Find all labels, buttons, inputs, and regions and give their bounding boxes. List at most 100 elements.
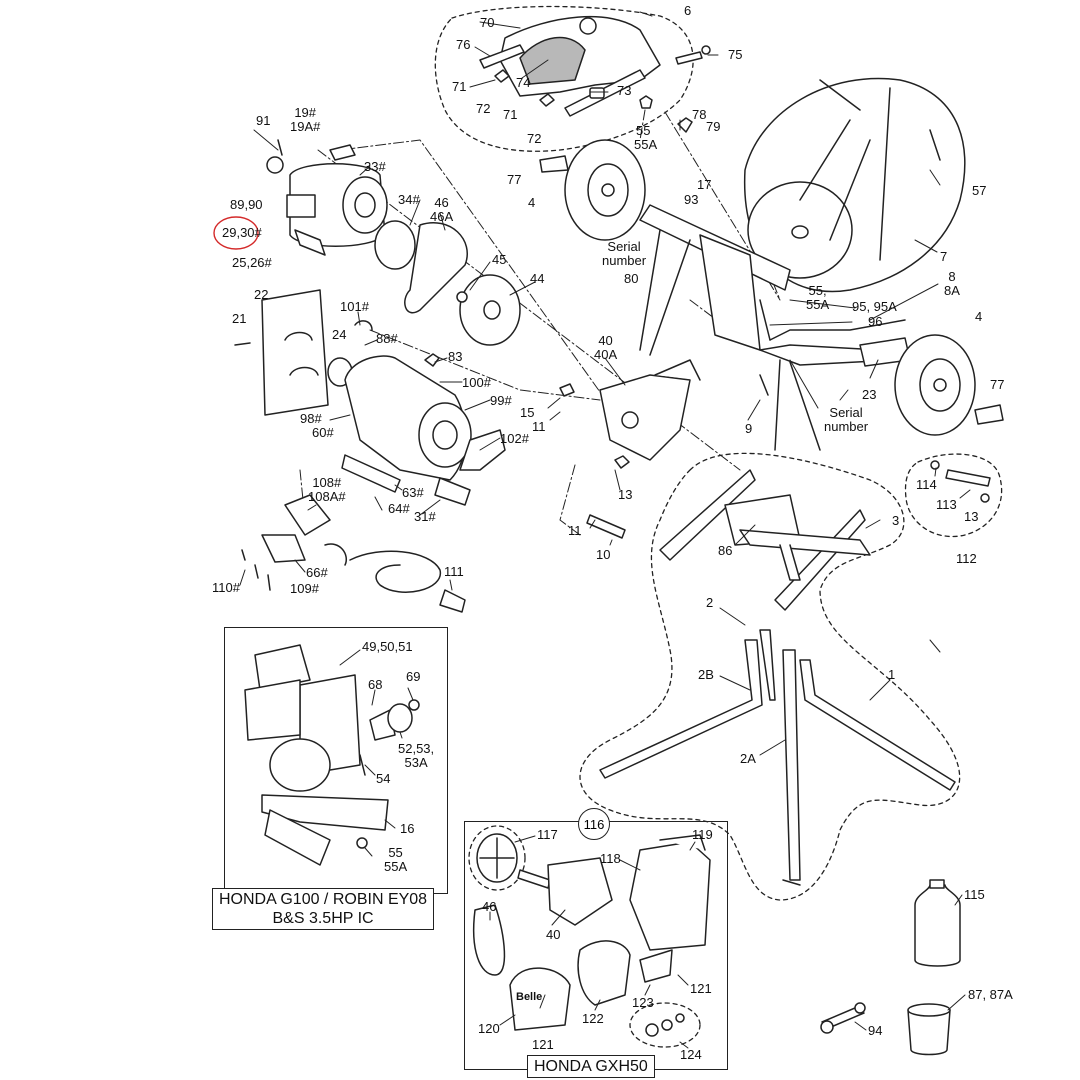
label-60: 60# [312, 425, 334, 440]
label-11a: 11 [532, 419, 546, 434]
label-93: 93 [684, 192, 699, 207]
gearbox [559, 359, 769, 539]
label-109: 109# [290, 581, 319, 596]
label-34: 34# [398, 192, 420, 207]
wheels [539, 139, 1004, 436]
petrol-engine [244, 644, 420, 866]
label-15: 15 [520, 405, 535, 420]
label-83: 83 [448, 349, 463, 364]
label-78: 78 [692, 107, 707, 122]
label-31: 31# [414, 509, 436, 524]
label-91: 91 [256, 113, 271, 128]
label-21: 21 [232, 311, 247, 326]
label-11b: 11 [568, 523, 582, 538]
stand-frame [659, 469, 871, 611]
kit-124-outline [629, 1002, 701, 1048]
label-57: 57 [972, 183, 987, 198]
label-79: 79 [706, 119, 721, 134]
label-89-90: 89,90 [230, 197, 263, 212]
label-22: 22 [254, 287, 269, 302]
handle-group-outline [434, 5, 694, 152]
label-44: 44 [530, 271, 545, 286]
label-86: 86 [718, 543, 733, 558]
label-114: 114 [916, 477, 937, 492]
label-serial-1: Serial number [602, 239, 647, 268]
label-7: 7 [940, 249, 948, 264]
label-16: 16 [400, 821, 415, 836]
label-77a: 77 [507, 172, 522, 187]
label-8-8A: 8 8A [944, 269, 960, 298]
label-108: 108# 108A# [308, 475, 346, 504]
accessories [820, 460, 991, 1056]
gxh50-engine [472, 833, 711, 1037]
label-68: 68 [368, 677, 383, 692]
motor-mount [234, 289, 373, 416]
label-71b: 71 [503, 107, 518, 122]
callout-116: 116 [578, 808, 610, 840]
label-2A: 2A [740, 751, 756, 766]
engine-variant-caption: HONDA G100 / ROBIN EY08 B&S 3.5HP IC [212, 888, 435, 930]
label-9: 9 [745, 421, 753, 436]
label-80: 80 [624, 271, 639, 286]
label-87-87A: 87, 87A [968, 987, 1013, 1002]
highlight-circle [213, 216, 259, 250]
label-71a: 71 [452, 79, 467, 94]
gxh50-caption: HONDA GXH50 [527, 1055, 655, 1078]
label-40b: 40 [546, 927, 561, 942]
label-55-55A-engine: 55 55A [384, 845, 408, 874]
label-98: 98# [300, 411, 322, 426]
label-72a: 72 [476, 101, 491, 116]
label-123: 123 [632, 995, 654, 1010]
label-40-40A: 40 40A [594, 333, 618, 362]
label-99: 99# [490, 393, 512, 408]
label-55-55A: 55, 55A [806, 283, 830, 312]
label-10: 10 [596, 547, 611, 562]
label-2B: 2B [698, 667, 714, 682]
label-96: 96 [868, 314, 883, 329]
label-112: 112 [956, 551, 977, 566]
label-124: 124 [680, 1047, 702, 1062]
label-serial-2: Serial number [824, 405, 869, 434]
label-72b: 72 [527, 131, 542, 146]
pulleys-belts [374, 220, 521, 346]
switch-cable [241, 494, 466, 613]
gearbox-housing [341, 353, 506, 506]
label-55A: 55A [634, 137, 658, 152]
label-69: 69 [406, 669, 421, 684]
label-111: 111 [444, 564, 464, 579]
label-55: 55 [636, 123, 651, 138]
label-75: 75 [728, 47, 743, 62]
label-95-95A: 95, 95A [852, 299, 897, 314]
label-17: 17 [697, 177, 712, 192]
label-54: 54 [376, 771, 391, 786]
label-4b: 4 [975, 309, 983, 324]
label-102: 102# [500, 431, 529, 446]
mixer-drum [743, 77, 966, 293]
label-13b: 13 [964, 509, 979, 524]
stand-group-outline [579, 452, 961, 901]
label-77b: 77 [990, 377, 1005, 392]
label-115: 115 [964, 887, 985, 902]
label-4a: 4 [528, 195, 536, 210]
label-19: 19# 19A# [290, 105, 321, 134]
label-13a: 13 [618, 487, 633, 502]
gxh50-variant-box [464, 821, 728, 1070]
label-74: 74 [516, 75, 531, 90]
label-3: 3 [892, 513, 900, 528]
label-117: 117 [537, 827, 558, 842]
label-66: 66# [306, 565, 328, 580]
stand-legs [599, 629, 956, 886]
label-29-30: 29,30# [222, 225, 262, 240]
label-121b: 121 [532, 1037, 554, 1052]
label-33: 33# [364, 159, 386, 174]
label-113: 113 [936, 497, 957, 512]
mixer-frame [639, 204, 911, 451]
label-101: 101# [340, 299, 369, 314]
label-1: 1 [888, 667, 896, 682]
leader-lines [239, 11, 971, 1049]
label-118: 118 [600, 851, 621, 866]
label-121a: 121 [690, 981, 712, 996]
label-122: 122 [582, 1011, 604, 1026]
